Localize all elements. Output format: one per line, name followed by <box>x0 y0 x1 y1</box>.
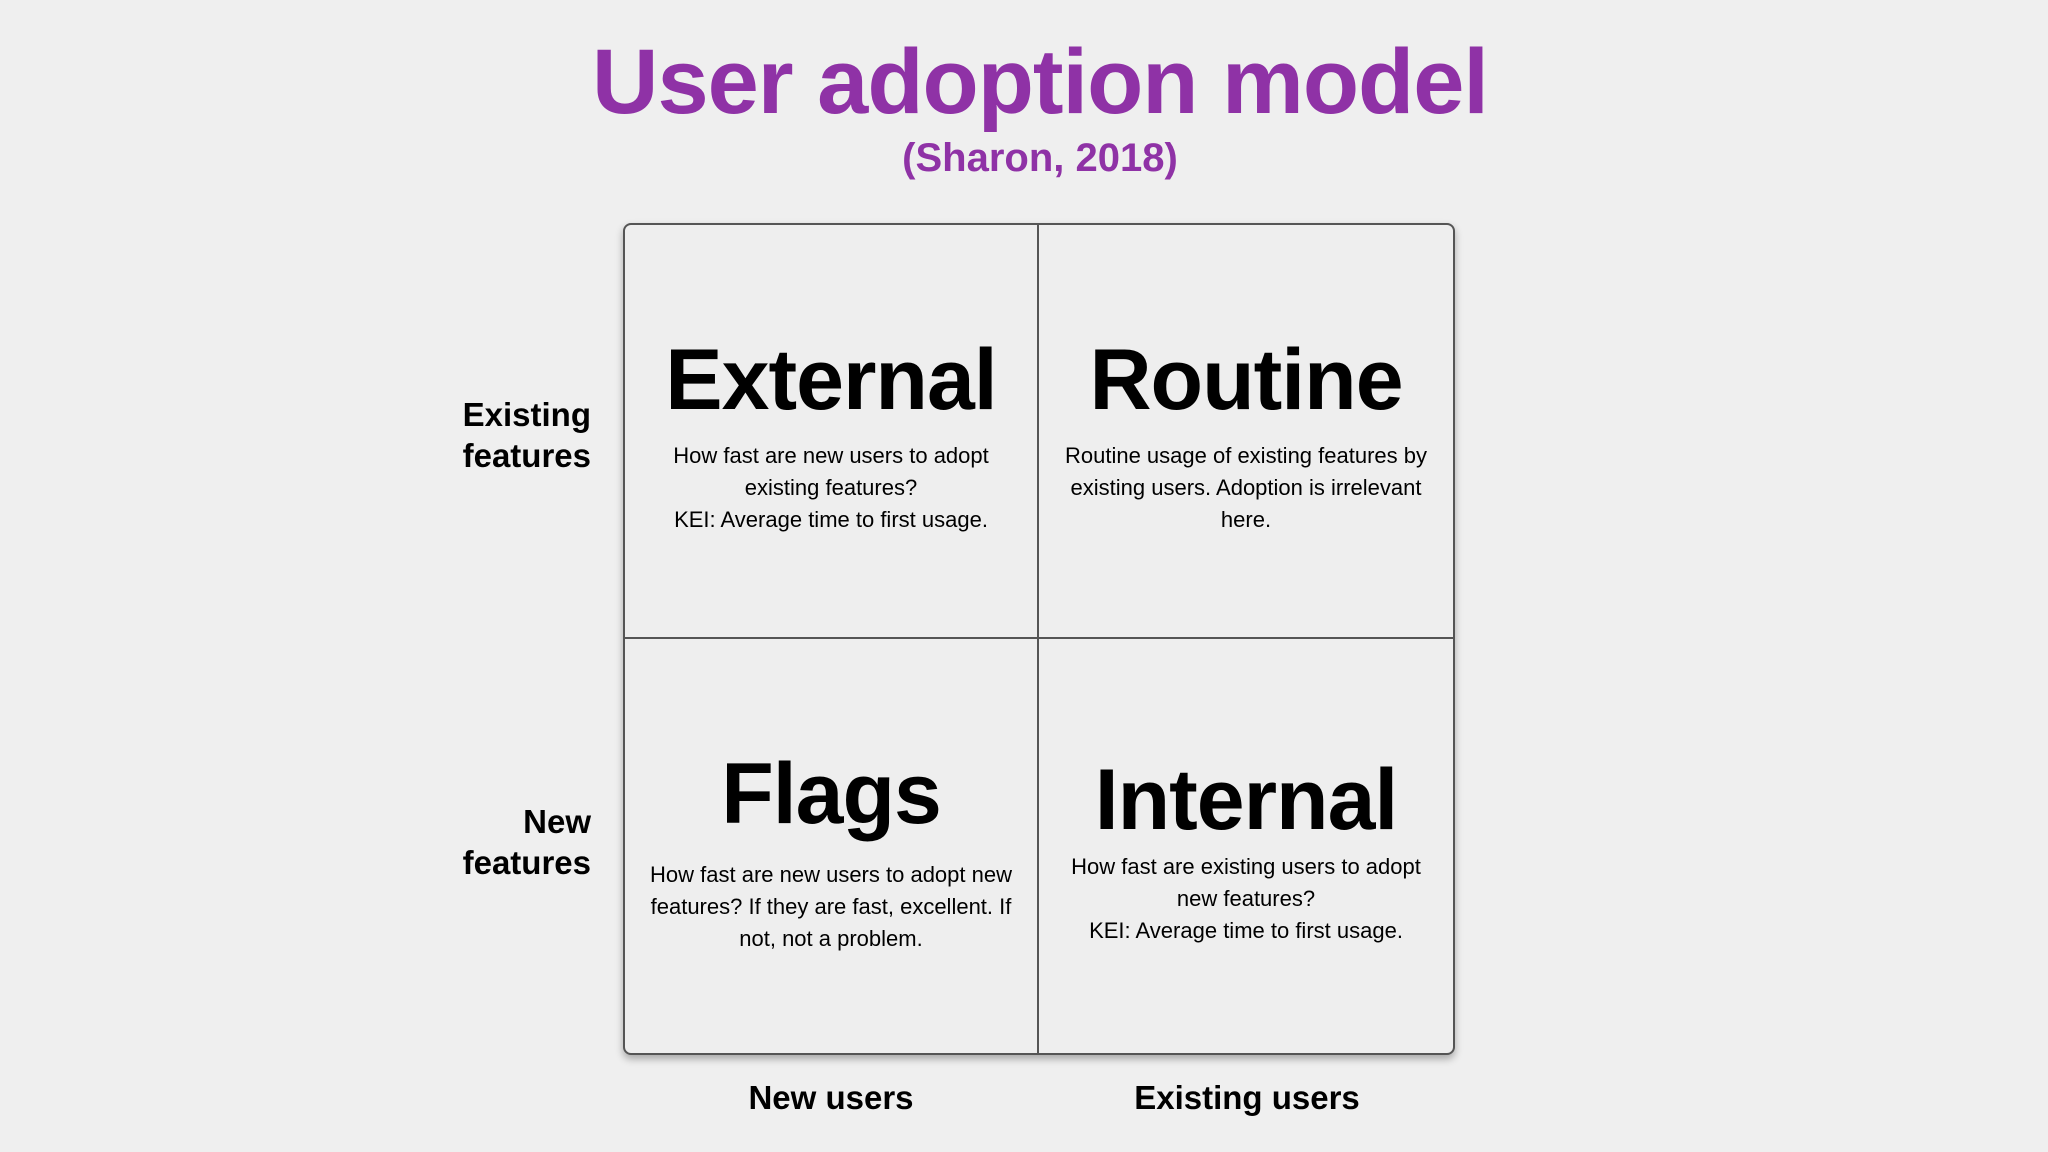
quadrant-description: How fast are new users to adopt new feat… <box>650 862 1012 951</box>
column-label-existing-users: Existing users <box>1134 1079 1360 1116</box>
quadrant-description: How fast are existing users to adopt new… <box>1071 854 1421 943</box>
diagram-subtitle: (Sharon, 2018) <box>902 136 1178 180</box>
quadrant-heading: Routine <box>1089 332 1403 428</box>
adoption-matrix: External How fast are new users to adopt… <box>623 223 1455 1055</box>
row-label-existing-features: Existing features <box>462 396 591 474</box>
quadrant-description: Routine usage of existing features by ex… <box>1064 443 1427 532</box>
quadrant-heading: External <box>665 332 997 428</box>
column-label-new-users: New users <box>748 1079 914 1116</box>
quadrant-description: How fast are new users to adopt existing… <box>673 443 989 532</box>
quadrant-routine: Routine Routine usage of existing featur… <box>1039 225 1453 639</box>
quadrant-heading: Flags <box>721 746 942 842</box>
quadrant-flags: Flags How fast are new users to adopt ne… <box>625 639 1039 1053</box>
quadrant-internal: Internal How fast are existing users to … <box>1039 639 1453 1053</box>
diagram-title: User adoption model <box>592 31 1489 133</box>
quadrant-heading: Internal <box>1094 752 1399 848</box>
quadrant-external: External How fast are new users to adopt… <box>625 225 1039 639</box>
row-label-new-features: New features <box>462 803 591 881</box>
